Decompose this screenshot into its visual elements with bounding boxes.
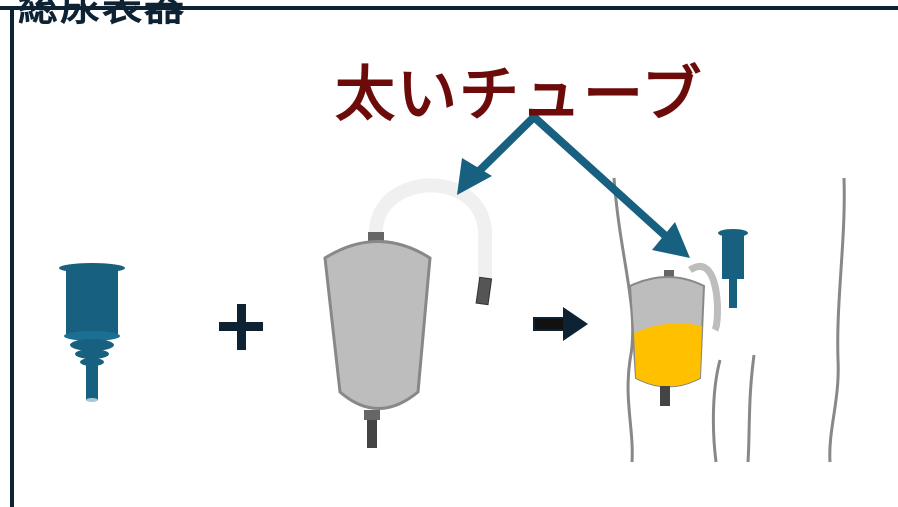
condom-catheter-icon [59,263,125,402]
callout-arrows [457,113,690,258]
page-title: 総尿表器 [18,0,186,30]
right-arrow-icon [533,307,588,341]
plus-icon [219,304,263,350]
thick-tube-label: 太いチューブ [335,60,704,130]
urine-bag-icon [323,178,493,448]
legs-with-bag-icon [612,177,846,463]
